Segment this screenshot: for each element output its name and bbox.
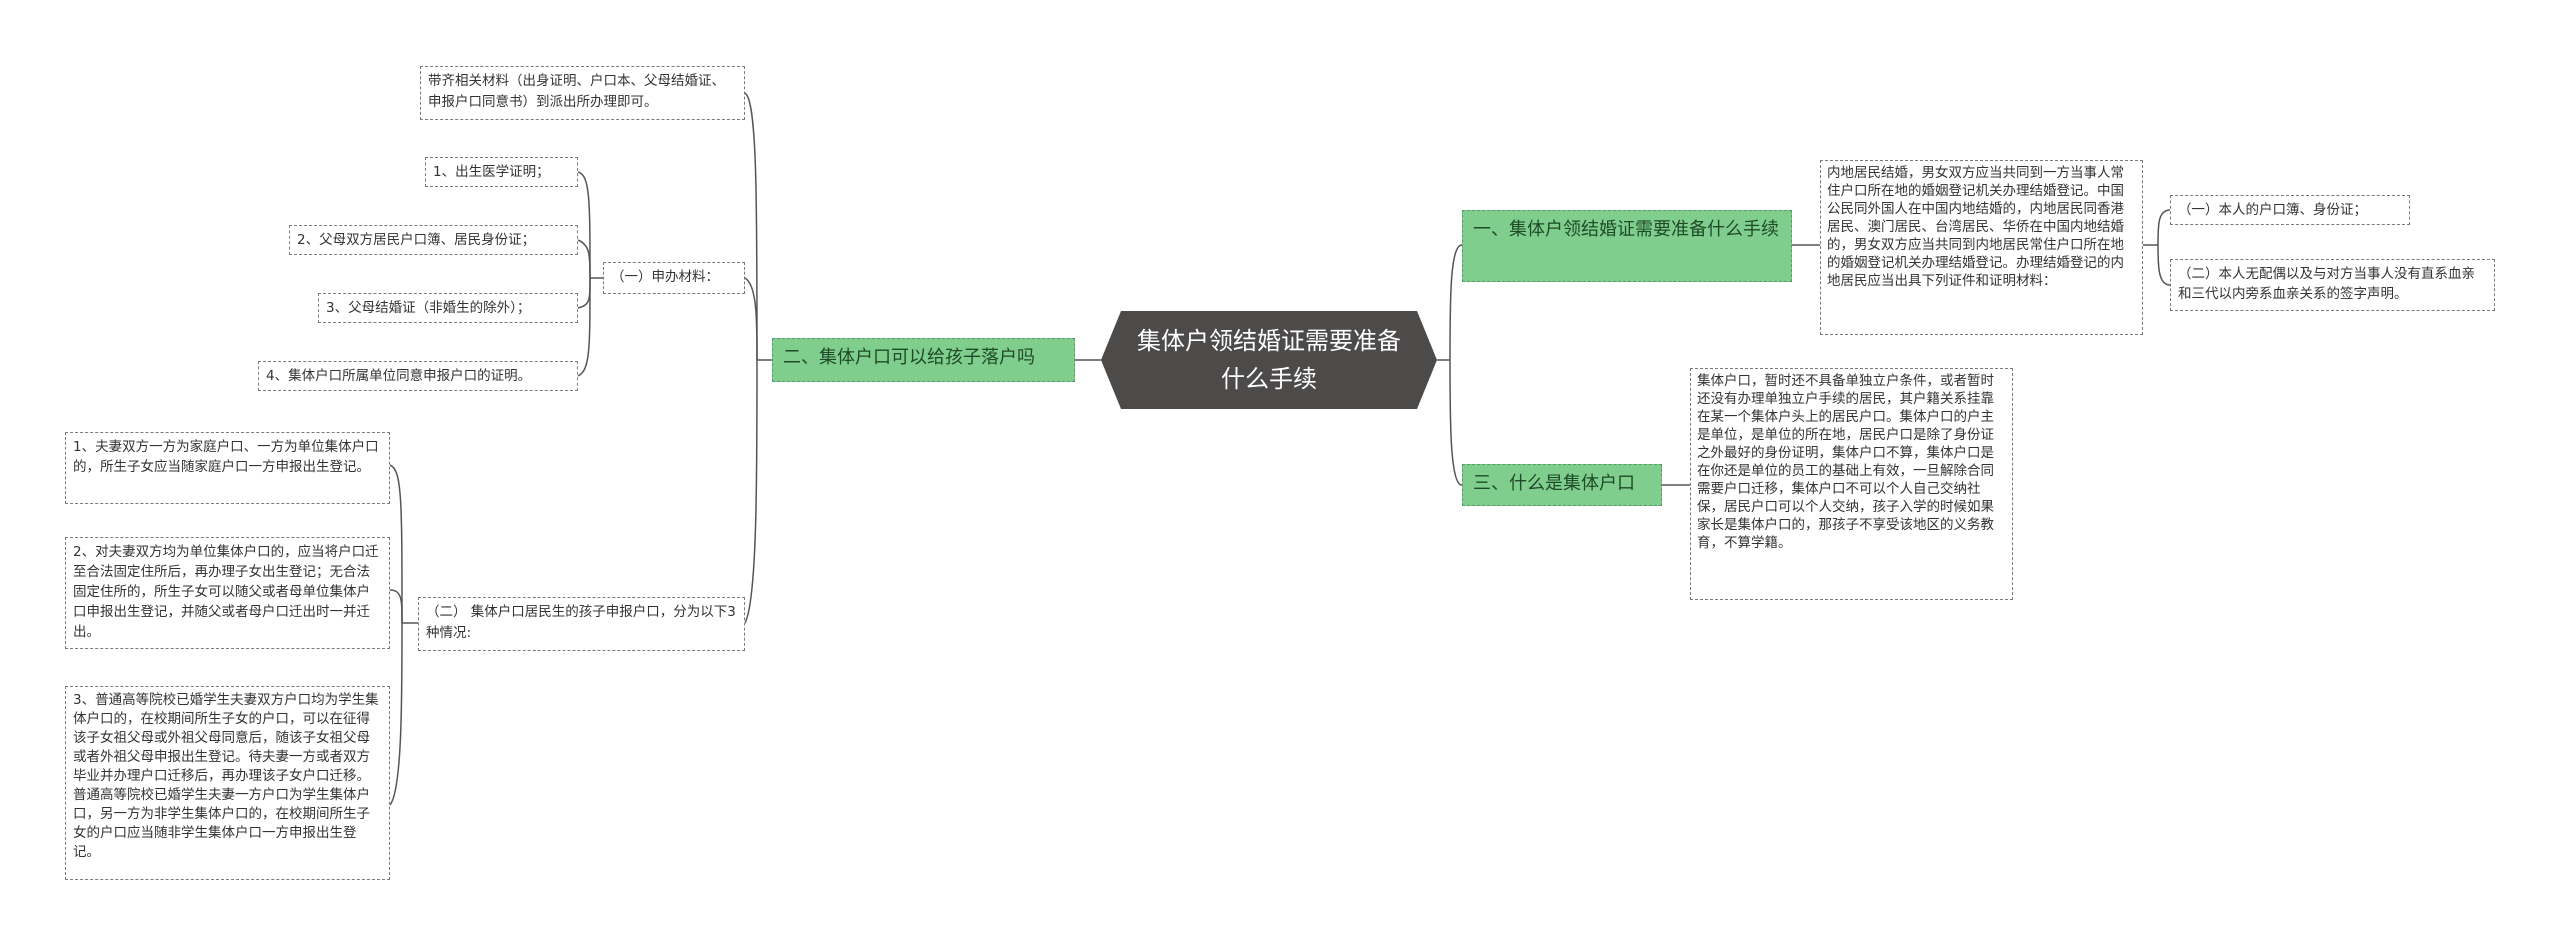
b2-materials-label[interactable]: （一）申办材料： [603,262,745,294]
branch-3[interactable]: 三、什么是集体户口 [1462,464,1662,506]
material-item-3[interactable]: 3、父母结婚证（非婚生的除外）； [318,293,578,323]
b1-item-2[interactable]: （二）本人无配偶以及与对方当事人没有直系血亲和三代以内旁系血亲关系的签字声明。 [2170,259,2495,311]
root-shape [1101,311,1437,409]
branch-1[interactable]: 一、集体户领结婚证需要准备什么手续 [1462,210,1792,282]
material-item-1[interactable]: 1、出生医学证明； [425,157,578,187]
material-item-4[interactable]: 4、集体户口所属单位同意申报户口的证明。 [258,361,578,391]
b2-top-note[interactable]: 带齐相关材料（出身证明、户口本、父母结婚证、申报户口同意书）到派出所办理即可。 [420,66,745,120]
b2-cases-label[interactable]: （二） 集体户口居民生的孩子申报户口，分为以下3种情况: [418,597,745,651]
branch-2[interactable]: 二、集体户口可以给孩子落户吗 [772,338,1075,382]
b3-description[interactable]: 集体户口，暂时还不具备单独立户条件，或者暂时还没有办理单独立户手续的居民，其户籍… [1690,368,2013,600]
case-item-1[interactable]: 1、夫妻双方一方为家庭户口、一方为单位集体户口的，所生子女应当随家庭户口一方申报… [65,432,390,504]
root-node[interactable]: 集体户领结婚证需要准备什么手续 [1101,311,1437,409]
material-item-2[interactable]: 2、父母双方居民户口簿、居民身份证； [289,225,578,255]
case-item-3[interactable]: 3、普通高等院校已婚学生夫妻双方户口均为学生集体户口的，在校期间所生子女的户口，… [65,686,390,880]
root-title: 集体户领结婚证需要准备什么手续 [1137,327,1401,393]
case-item-2[interactable]: 2、对夫妻双方均为单位集体户口的，应当将户口迁至合法固定住所后，再办理子女出生登… [65,537,390,649]
b1-item-1[interactable]: （一）本人的户口簿、身份证； [2170,195,2410,225]
b1-description[interactable]: 内地居民结婚，男女双方应当共同到一方当事人常住户口所在地的婚姻登记机关办理结婚登… [1820,160,2143,335]
